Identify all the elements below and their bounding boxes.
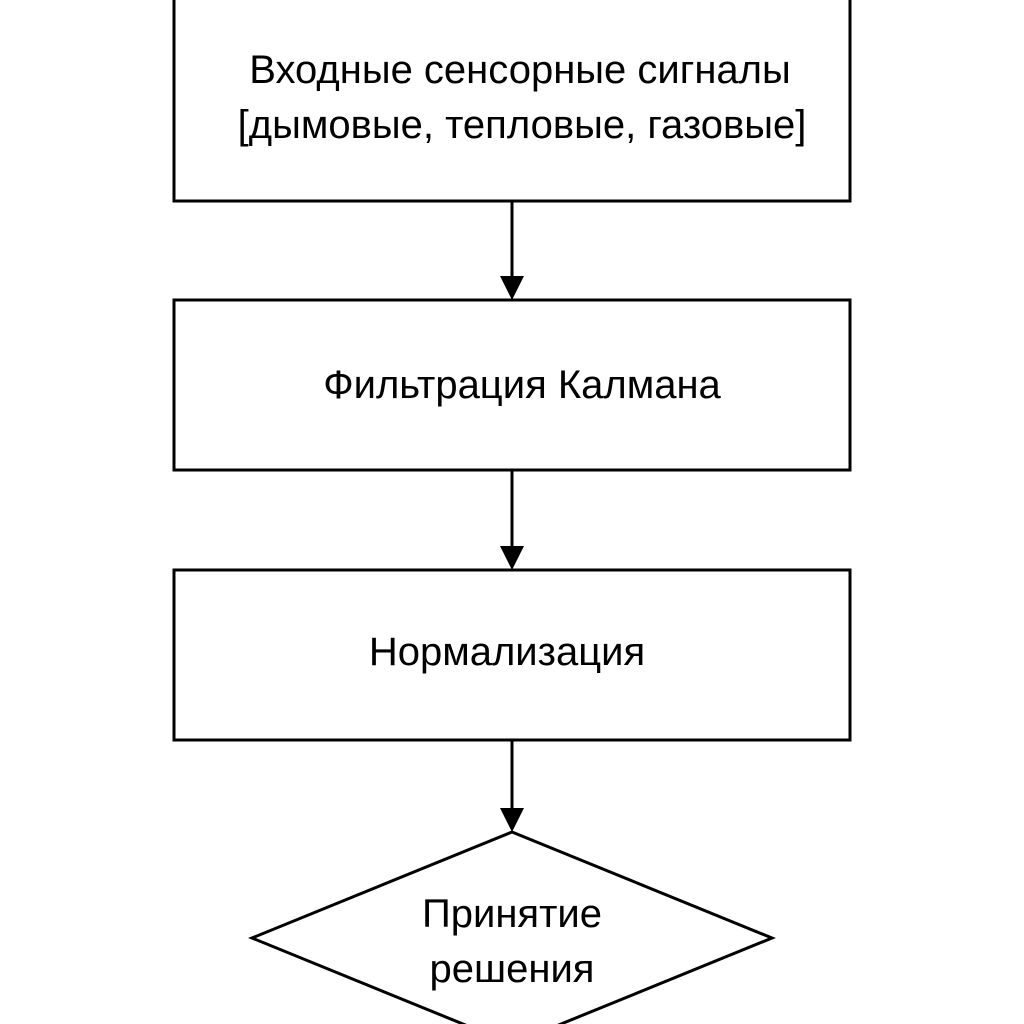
node-normalization: Нормализация xyxy=(172,568,852,742)
node-decision: Принятие решения xyxy=(248,830,776,1024)
node-input-signals: Входные сенсорные сигналы [дымовые, тепл… xyxy=(172,0,852,203)
node-kalman-filtering-label: Фильтрация Калмана xyxy=(323,363,721,407)
node-normalization-label: Нормализация xyxy=(369,630,645,674)
arrowhead-normalization-to-decision xyxy=(500,808,524,832)
node-input-signals-line-2: [дымовые, тепловые, газовые] xyxy=(238,103,807,147)
arrowhead-input-to-kalman xyxy=(500,276,524,300)
node-input-signals-line-1: Входные сенсорные сигналы xyxy=(249,48,791,92)
arrowhead-kalman-to-normalization xyxy=(500,546,524,570)
node-decision-line-2: решения xyxy=(430,947,595,991)
node-decision-line-1: Принятие xyxy=(422,892,602,936)
node-kalman-filtering: Фильтрация Калмана xyxy=(172,298,852,472)
